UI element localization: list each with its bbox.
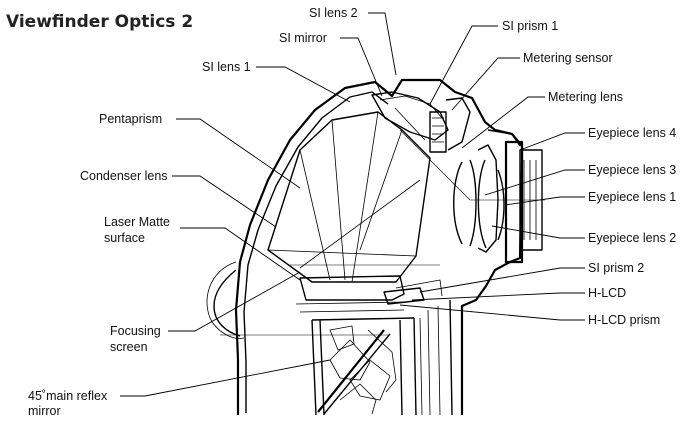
leader-lines <box>120 12 585 397</box>
label-metering-lens: Metering lens <box>548 90 623 104</box>
label-laser-matte-line1: Laser Matte <box>104 215 170 229</box>
label-h-lcd-prism: H-LCD prism <box>588 313 660 327</box>
label-main-mirror-line2: mirror <box>28 404 61 418</box>
label-focusing-screen-line1: Focusing <box>110 324 161 338</box>
callout-labels: SI lens 2 SI prism 1 SI mirror Metering … <box>28 6 676 418</box>
eyepiece-assembly <box>453 129 543 264</box>
label-eyepiece-lens-1: Eyepiece lens 1 <box>588 190 676 204</box>
label-si-lens-2: SI lens 2 <box>309 6 358 20</box>
label-eyepiece-lens-4: Eyepiece lens 4 <box>588 126 676 140</box>
label-si-prism-2: SI prism 2 <box>588 261 644 275</box>
condenser-lens-shape <box>299 275 405 301</box>
label-si-mirror: SI mirror <box>279 31 327 45</box>
pentaprism-shape <box>267 111 431 283</box>
mirror-box <box>311 299 453 416</box>
label-main-mirror-line1: 45˚main reflex <box>28 389 108 403</box>
diagram-title: Viewfinder Optics 2 <box>6 12 193 32</box>
label-eyepiece-lens-3: Eyepiece lens 3 <box>588 163 676 177</box>
label-pentaprism: Pentaprism <box>99 112 162 126</box>
label-metering-sensor: Metering sensor <box>523 51 613 65</box>
main-reflex-mirror-shape <box>317 329 385 413</box>
label-si-lens-1: SI lens 1 <box>202 60 251 74</box>
label-condenser-lens: Condenser lens <box>80 169 168 183</box>
camera-cross-section <box>206 78 545 416</box>
label-h-lcd: H-LCD <box>588 286 626 300</box>
label-si-prism-1: SI prism 1 <box>502 19 558 33</box>
label-eyepiece-lens-2: Eyepiece lens 2 <box>588 231 676 245</box>
label-laser-matte-line2: surface <box>104 231 145 245</box>
label-focusing-screen-line2: screen <box>110 340 148 354</box>
